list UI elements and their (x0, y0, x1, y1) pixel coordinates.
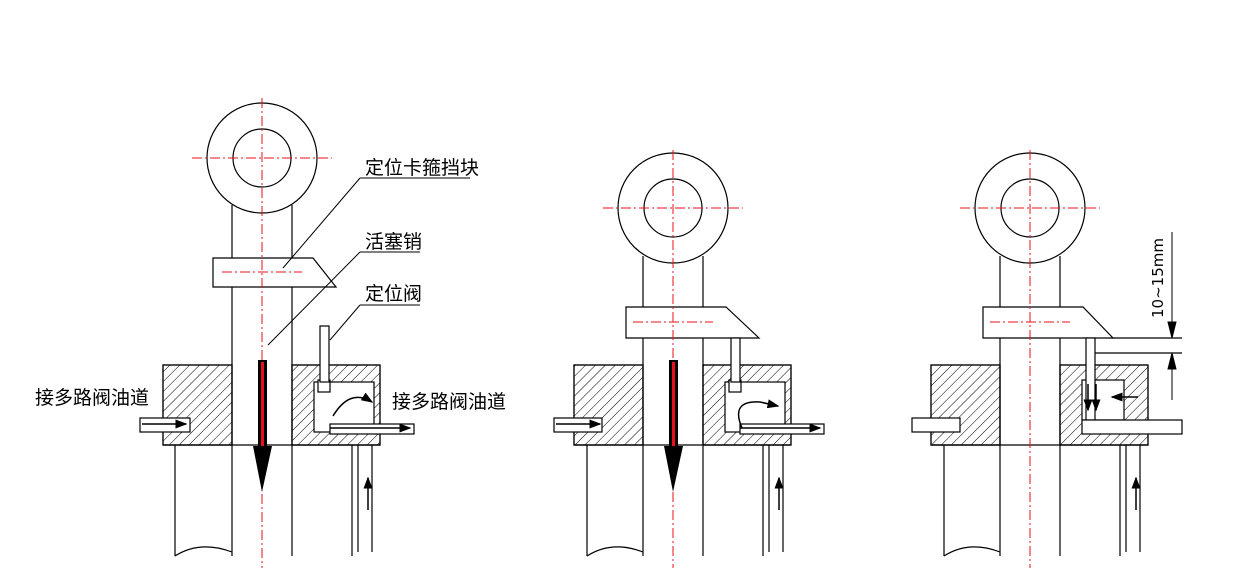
label-oil-port-right: 接多路阀油道 (392, 391, 506, 413)
cylinder-head (139, 325, 415, 446)
dimension-gap-label: 10~15mm (1149, 238, 1167, 318)
dimension-gap (1167, 232, 1177, 400)
label-oil-port-left: 接多路阀油道 (35, 387, 149, 409)
label-positioning-valve: 定位阀 (365, 283, 422, 305)
label-stop-block: 定位卡箍挡块 (365, 157, 479, 179)
oil-flow-arrow-icon (556, 399, 822, 510)
downward-flow-arrow-icon (253, 360, 272, 492)
oil-flow-arrow-icon (142, 392, 412, 510)
stage-3-centerlines (960, 150, 1100, 568)
label-piston-pin: 活塞销 (365, 231, 422, 253)
stage-2-centerlines (603, 150, 743, 568)
oil-flow-arrow-icon (1083, 384, 1141, 510)
stage-2-assembly (553, 152, 825, 557)
stage-3-assembly (911, 152, 1183, 557)
stage-1-assembly (139, 102, 415, 557)
downward-flow-arrow-icon (664, 360, 683, 492)
stop-block (212, 257, 338, 288)
